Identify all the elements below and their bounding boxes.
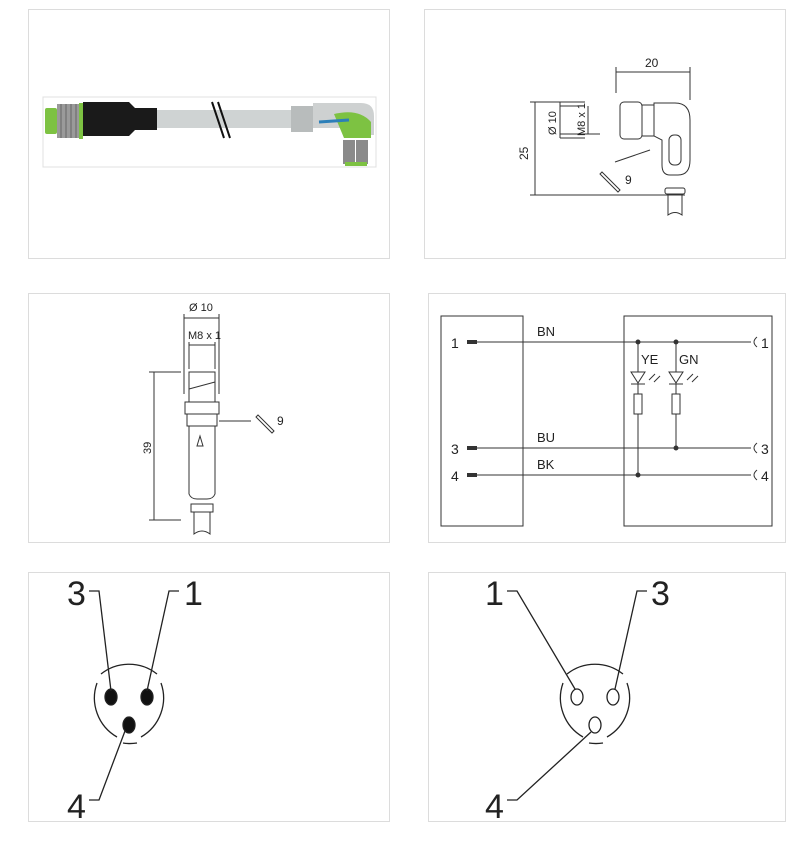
wiring-schematic: 1 3 4 1 3 4 BN BU BK YE GN bbox=[440, 315, 773, 527]
right-pin-1: 1 bbox=[761, 335, 769, 351]
pin-label-3: 3 bbox=[651, 575, 670, 613]
left-pin-1: 1 bbox=[451, 335, 459, 351]
wrench-size: 9 bbox=[277, 414, 284, 428]
straight-dimension-drawing: Ø 10 M8 x 1 39 9 bbox=[142, 302, 284, 535]
wire-bk: BK bbox=[537, 457, 555, 472]
female-pinout-drawing: 1 3 4 bbox=[485, 575, 670, 823]
led-yellow: YE bbox=[641, 352, 659, 367]
straight-connector-dimensions-panel: Ø 10 M8 x 1 39 9 bbox=[28, 293, 390, 543]
height-dimension: 25 bbox=[517, 146, 531, 160]
left-pin-3: 3 bbox=[451, 441, 459, 457]
wiring-diagram-panel: 1 3 4 1 3 4 BN BU BK YE GN bbox=[428, 293, 786, 543]
wrench-size: 9 bbox=[625, 173, 632, 187]
led-green: GN bbox=[679, 352, 699, 367]
right-pin-3: 3 bbox=[761, 441, 769, 457]
male-pinout-drawing: 3 1 4 bbox=[67, 575, 203, 823]
diameter-dimension: Ø 10 bbox=[189, 302, 213, 314]
pin-label-4: 4 bbox=[485, 788, 504, 823]
length-dimension: 39 bbox=[142, 442, 154, 454]
cable-illustration bbox=[42, 96, 377, 168]
diameter-dimension: Ø 10 bbox=[547, 111, 559, 135]
angled-dimension-drawing: 20 25 Ø 10 M8 x 1 9 bbox=[517, 56, 691, 216]
thread-dimension: M8 x 1 bbox=[188, 330, 221, 342]
pin-label-3: 3 bbox=[67, 575, 86, 613]
pin-label-1: 1 bbox=[184, 575, 203, 613]
width-dimension: 20 bbox=[645, 56, 659, 70]
thread-dimension: M8 x 1 bbox=[576, 103, 588, 136]
male-pinout-panel: 3 1 4 bbox=[28, 572, 390, 823]
left-pin-4: 4 bbox=[451, 468, 459, 484]
female-pinout-panel: 1 3 4 bbox=[428, 572, 786, 823]
wire-bu: BU bbox=[537, 430, 555, 445]
angled-connector-dimensions-panel: 20 25 Ø 10 M8 x 1 9 bbox=[424, 9, 786, 259]
wire-bn: BN bbox=[537, 324, 555, 339]
right-pin-4: 4 bbox=[761, 468, 769, 484]
product-photo-panel bbox=[28, 9, 390, 259]
pin-label-1: 1 bbox=[485, 575, 504, 613]
pin-label-4: 4 bbox=[67, 788, 86, 823]
